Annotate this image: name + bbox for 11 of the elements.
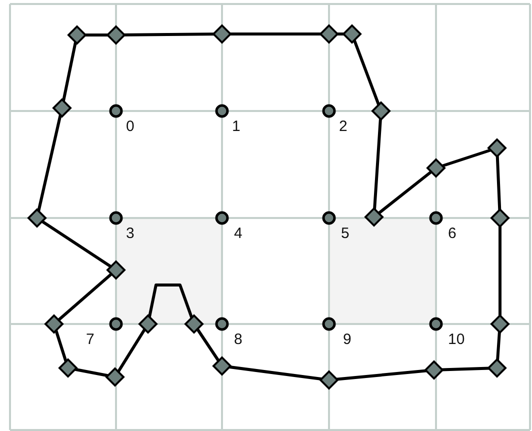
point-label: 5 [341, 226, 350, 242]
point-label: 7 [86, 332, 94, 348]
point-label: 2 [339, 119, 348, 135]
point-label: 9 [343, 332, 352, 348]
point-label: 1 [232, 119, 240, 135]
point-label: 0 [126, 119, 134, 135]
point-label: 3 [126, 226, 134, 242]
point-label: 4 [234, 226, 242, 242]
point-label: 6 [448, 226, 456, 242]
point-label: 8 [234, 332, 242, 348]
point-label: 10 [448, 332, 465, 348]
